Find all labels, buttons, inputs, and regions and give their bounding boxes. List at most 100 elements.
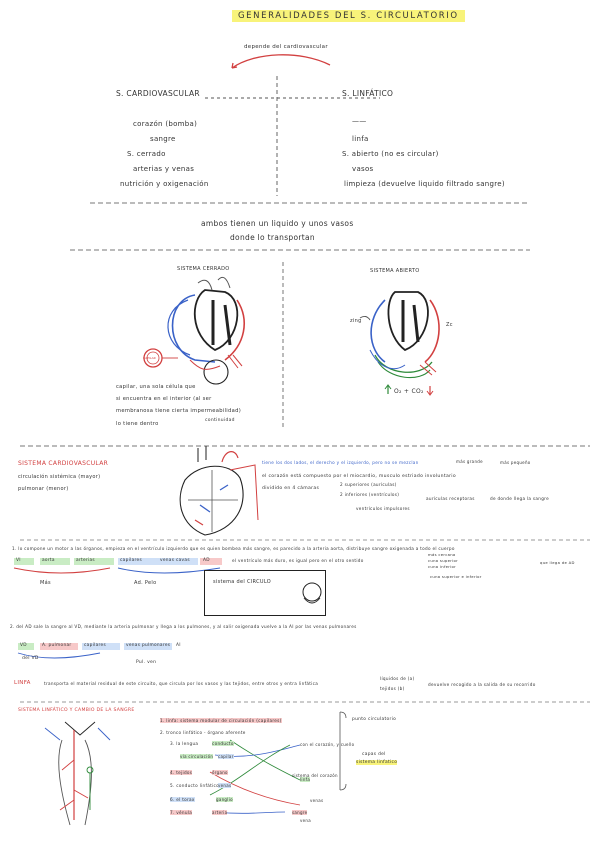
s3-right-1: punto circulatorio	[352, 717, 397, 722]
continuidad-label: continuidad	[205, 418, 235, 423]
right-item-1: ——	[352, 117, 367, 125]
paragraph-2: 2. del AD sale la sangre al VD, mediante…	[10, 624, 357, 629]
s3-right-2: capas del	[362, 752, 386, 757]
s3-item-8: 7. vénula	[170, 810, 193, 815]
capillary-note-2: si encuentra en el interior (al ser	[116, 396, 212, 402]
linfa-side-1: líquidos de (a)	[380, 676, 415, 681]
s3-item-3: 3. la lengua	[170, 741, 199, 746]
right-column-title: S. LINFÁTICO	[342, 89, 394, 98]
right-note-3: cuna inferior	[428, 564, 456, 569]
flow2-step-4: venas pulmonares	[126, 643, 171, 648]
right-item-3: S. abierto (no es circular)	[342, 150, 439, 158]
s3-chip-5: arteria	[212, 810, 228, 815]
capillary-note-1: capilar, una sola célula que	[116, 384, 196, 390]
s3-chip-4: venas	[218, 783, 232, 788]
s3-item-1: 1. linfa: sistema modular de circulación…	[160, 718, 282, 723]
sub-1: 2 superiores (aurículas)	[340, 482, 397, 487]
capillary-zoom-circle	[203, 359, 229, 385]
relation-1: aurículas receptoras	[426, 496, 475, 501]
label-mas: Más	[40, 580, 51, 586]
capillary-note-4: lo tiene dentro	[116, 421, 159, 427]
s3-chip-9: sangre	[292, 810, 308, 815]
right-note-1: más cercana	[428, 552, 456, 557]
left-item-3: S. cerrado	[127, 150, 166, 158]
linfa-end: devuelve recogido a la salida de su reco…	[428, 682, 536, 687]
section2-item-1: circulación sistémica (mayor)	[18, 474, 101, 480]
relation-2: ventrículos impulsores	[356, 506, 410, 511]
left-item-1: corazón (bomba)	[133, 120, 198, 128]
flow1-step-5: venas cavas	[160, 558, 190, 563]
s3-mid-2: sistema del corazón	[292, 773, 338, 778]
circle-system-box: sistema del CIRCULO	[204, 570, 326, 616]
flow2-step-3: capilares	[84, 643, 106, 648]
right-note-5: cuna superior e inferior	[430, 574, 482, 579]
linfa-text: transporta el material residual de este …	[44, 681, 319, 686]
paragraph-1b: el ventrículo más duro, es igual pero en…	[232, 558, 364, 563]
relation-3: de donde llega la sangre	[490, 496, 549, 501]
s3-item-6: 5. conducto linfático	[170, 783, 219, 788]
right-item-5: limpieza (devuelve liquido filtrado sang…	[344, 180, 505, 188]
flow1-highlights	[13, 558, 222, 574]
common-line-2: donde lo transportan	[230, 233, 315, 242]
right-note-2: cuna superior	[428, 558, 458, 563]
flow1-step-6: AD	[203, 558, 210, 563]
flow1-step-3: arterias	[76, 558, 95, 563]
section3-title: SISTEMA LINFÁTICO Y CAMBIO DE LA SANGRE	[18, 708, 135, 713]
right-note-4: que llega de AD	[540, 560, 575, 565]
open-side-mark: Zc	[446, 322, 453, 328]
section2-desc-a: el corazón está compuesto por el miocard…	[262, 474, 456, 479]
flow1-step-4: capilares	[120, 558, 142, 563]
s3-item-4: conducto	[212, 741, 234, 746]
label-vd: del VD	[22, 656, 39, 661]
s3-chip-1: vía circulación	[180, 754, 214, 759]
closed-system-heart	[167, 276, 245, 385]
s3-chip-2: capilar	[218, 754, 234, 759]
flow2-highlights	[17, 643, 172, 659]
top-note-b: más pequeño	[500, 460, 531, 465]
section2-intro: tiene los dos lados, el derecho y el izq…	[262, 460, 419, 465]
right-item-4: vasos	[352, 165, 374, 173]
anatomical-heart-sketch	[179, 446, 259, 536]
linfa-label: LINFA	[14, 680, 31, 686]
red-arrow-curve	[231, 54, 331, 69]
s3-chip-3: órgano	[212, 770, 228, 775]
label-pul: Pul. ven	[136, 660, 157, 665]
top-note-a: más grande	[456, 459, 483, 464]
label-ad: Ad. Pelo	[134, 580, 157, 586]
circle-system-label: sistema del CIRCULO	[213, 579, 271, 585]
paragraph-1: 1. lo compone un motor a las órganos, em…	[12, 546, 455, 551]
open-formula: O₂ + CO₂	[394, 388, 424, 395]
left-item-2: sangre	[150, 135, 176, 143]
open-system-heart	[359, 291, 440, 379]
flow2-step-2: A. pulmonar	[42, 643, 72, 648]
s3-right-3: sistema linfatico	[356, 760, 398, 765]
flow1-step-2: aorta	[42, 558, 55, 563]
s3-item-2: 2. tronco linfático - órgano aferente	[160, 730, 246, 735]
left-item-4: arterias y venas	[133, 165, 195, 173]
s3-chip-7: linfa	[300, 777, 311, 782]
s3-item-5: 4. tejidos	[170, 770, 193, 775]
section2-desc-b: dividido en 4 cámaras	[262, 486, 320, 491]
right-item-2: linfa	[352, 135, 369, 143]
sub-2: 2 inferiores (ventrículos)	[340, 492, 400, 497]
left-column-title: S. CARDIOVASCULAR	[116, 89, 200, 98]
page-title: GENERALIDADES DEL S. CIRCULATORIO	[232, 10, 465, 22]
linfa-side-2: tejidos (b)	[380, 686, 405, 691]
s3-item-7: 6. el torax	[170, 797, 195, 802]
s3-mid-1: con el corazón, y cuello	[300, 742, 355, 747]
capilar-badge: CAPILAR	[143, 356, 156, 360]
flow2-step-5: AI	[176, 643, 181, 648]
flow2-step-1: VD	[20, 643, 27, 648]
red-arrow-head	[231, 62, 238, 69]
s3-end-2: vena	[300, 818, 312, 823]
section2-title: SISTEMA CARDIOVASCULAR	[18, 460, 109, 467]
open-side-mark-2: zing	[350, 318, 362, 324]
circle-sketch	[302, 582, 322, 604]
body-lymph-sketch	[44, 721, 111, 826]
subtitle: depende del cardiovascular	[244, 44, 328, 50]
common-line-1: ambos tienen un liquido y unos vasos	[201, 219, 354, 228]
s3-end-1: venas	[310, 798, 324, 803]
flow1-step-1: VI	[16, 558, 21, 563]
section2-item-2: pulmonar (menor)	[18, 486, 69, 492]
